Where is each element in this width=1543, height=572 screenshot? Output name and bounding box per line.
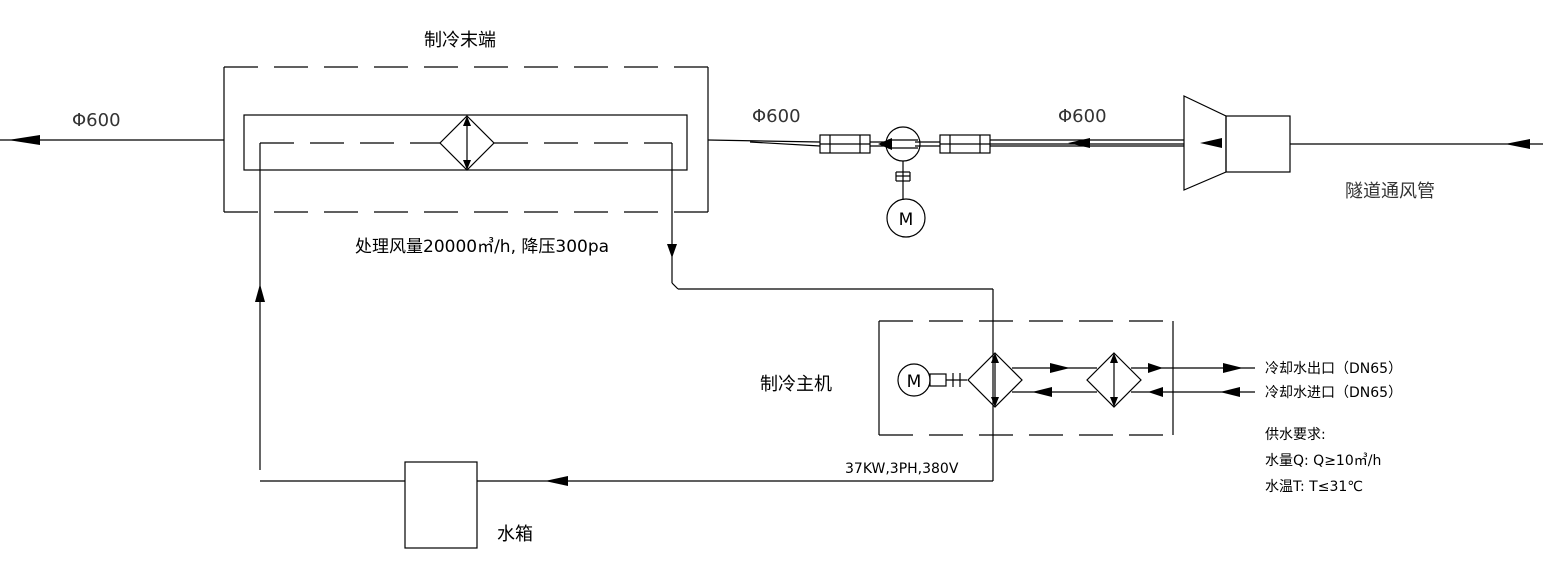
cooling-water-lines [1131, 363, 1255, 397]
tunnel-duct-label: 隧道通风管 [1345, 181, 1435, 202]
flexible-joint-left [819, 134, 871, 154]
duct-size-right: Φ600 [1058, 106, 1107, 127]
supply-requirements-title: 供水要求: [1265, 427, 1326, 443]
cooling-water-inlet-label: 冷却水进口（DN65） [1265, 385, 1402, 401]
supply-flow-requirement: 水量Q: Q≥10㎥/h [1265, 453, 1381, 469]
terminal-coil [259, 142, 673, 470]
supply-temp-requirement: 水温T: T≤31℃ [1265, 479, 1363, 495]
chiller-motor-label: M [907, 372, 922, 392]
power-spec: 37KW,3PH,380V [845, 461, 959, 477]
water-tank-box [404, 461, 478, 549]
terminal-inner-box [243, 114, 688, 171]
duct-arrow-mid [1068, 138, 1090, 148]
cooling-water-outlet-label: 冷却水出口（DN65） [1265, 361, 1402, 377]
cooling-terminal-enclosure [223, 66, 709, 213]
duct-size-left: Φ600 [72, 110, 121, 131]
return-arrow [667, 244, 677, 258]
chiller-enclosure [878, 320, 1174, 436]
chiller-motor-icon: M [897, 363, 967, 397]
duct-arrow-right [1200, 138, 1222, 148]
fan-motor-icon: M [886, 198, 926, 238]
duct-size-mid: Φ600 [752, 106, 801, 127]
water-tank-label: 水箱 [497, 524, 533, 545]
condenser-icon [1086, 352, 1142, 408]
flexible-joint-right [939, 134, 991, 154]
outlet-arrow [8, 135, 40, 145]
evaporator-icon [967, 352, 1023, 408]
terminal-spec: 处理风量20000㎥/h, 降压300pa [355, 237, 609, 257]
chiller-label: 制冷主机 [760, 374, 832, 395]
tunnel-arrow [1505, 139, 1530, 149]
refrigerant-lines [1012, 363, 1097, 397]
supply-arrow [545, 476, 568, 486]
air-intake-hood [1183, 95, 1291, 191]
cooling-terminal-title: 制冷末端 [424, 30, 496, 51]
terminal-heat-exchanger [439, 115, 495, 171]
fan-icon [878, 126, 921, 162]
tank-rise-arrow [255, 284, 265, 302]
supply-duct-lines [707, 139, 1184, 147]
fan-shaft [895, 161, 911, 200]
fan-motor-label: M [899, 210, 914, 230]
return-pipe [671, 282, 994, 481]
